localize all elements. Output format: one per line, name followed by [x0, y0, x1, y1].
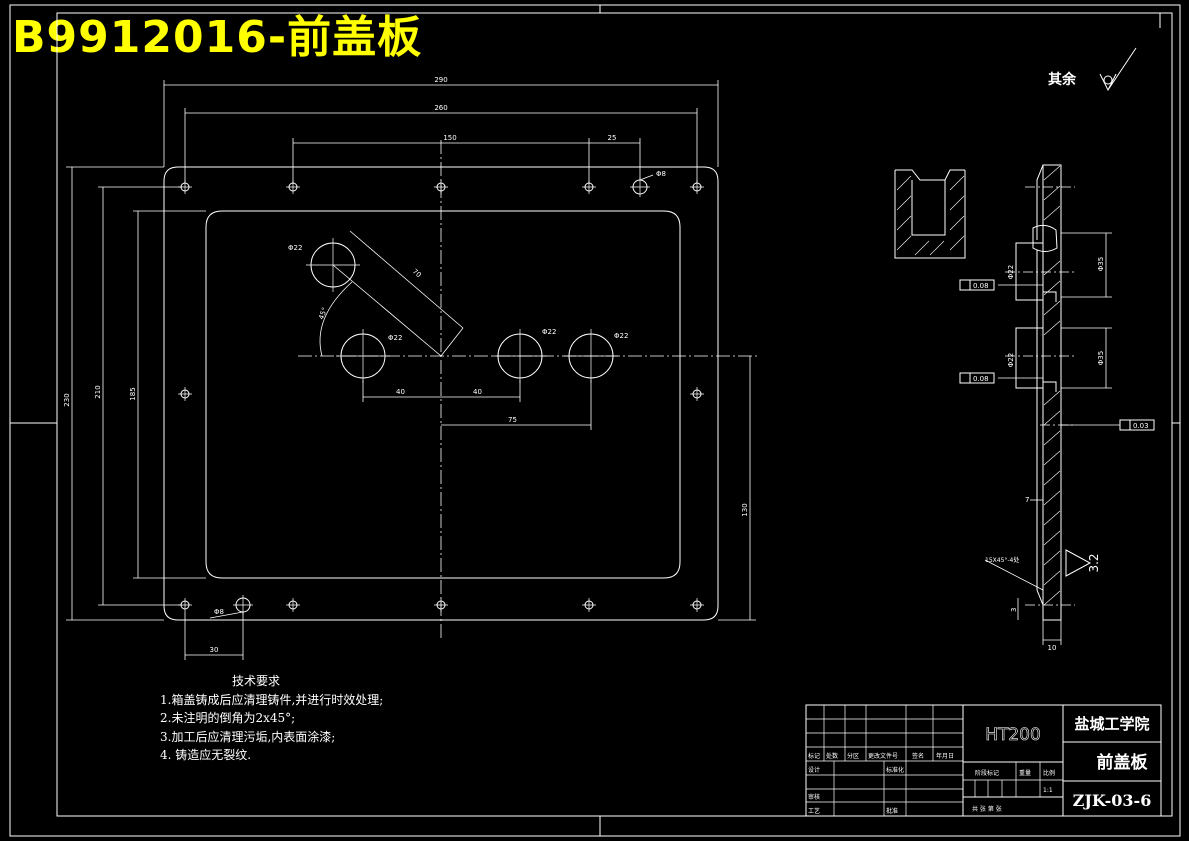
- sec-thickness: 10: [1048, 644, 1057, 652]
- sec-bore-lower: Φ22: [1007, 353, 1015, 367]
- tech-note-1: 1.箱盖铸成后应清理铸件,并进行时效处理;: [160, 692, 384, 707]
- dim-large-hole-1: Φ22: [288, 244, 302, 252]
- section-view: [959, 164, 1155, 645]
- tb-weight: 重量: [1019, 769, 1031, 777]
- technical-requirements: 技术要求 1.箱盖铸成后应清理铸件,并进行时效处理; 2.未注明的倒角为2x45…: [160, 672, 383, 765]
- sec-dim-lower: Φ35: [1097, 351, 1105, 365]
- dim-large-hole-2: Φ22: [388, 334, 402, 342]
- dim-small-hole-top: Φ8: [656, 170, 666, 178]
- tb-approve: 批准: [886, 807, 898, 815]
- dim-right-height: 130: [741, 503, 749, 516]
- tb-row-design: 设计: [808, 766, 820, 774]
- tb-material: HT200: [985, 725, 1041, 745]
- tb-h1: 处数: [826, 752, 838, 760]
- inner-cavity: [205, 210, 681, 579]
- dim-overall-height: 230: [63, 393, 71, 406]
- title-block: [805, 704, 1162, 817]
- sec-tol-1: 0.08: [973, 282, 989, 290]
- tb-row-process: 工艺: [808, 807, 820, 815]
- sec-roughness: 3.2: [1087, 553, 1101, 572]
- tb-scale: 1:1: [1043, 787, 1053, 794]
- sec-dim-top: Φ35: [1097, 257, 1105, 271]
- dim-inner-height: 185: [129, 387, 137, 400]
- tech-note-3: 3.加工后应清理污垢,内表面涂漆;: [160, 729, 336, 744]
- banner-title: B9912016-前盖板: [12, 12, 423, 63]
- dim-large-hole-3: Φ22: [542, 328, 556, 336]
- detail-view: [894, 169, 966, 259]
- dim-spacing-75: 75: [508, 416, 517, 424]
- tb-sheets: 共 张 第 张: [972, 805, 1002, 813]
- tech-notes-title: 技术要求: [232, 674, 281, 688]
- plate-outline: [163, 166, 719, 621]
- dim-small-hole-bottom: Φ8: [214, 608, 224, 616]
- tech-note-4: 4. 铸造应无裂纹.: [160, 748, 252, 762]
- sec-flat-tol: 0.03: [1133, 422, 1149, 430]
- sec-seven: 7: [1025, 496, 1029, 504]
- tech-note-2: 2.未注明的倒角为2x45°;: [160, 711, 296, 725]
- tb-h2: 分区: [847, 752, 859, 760]
- tb-stage: 阶段标记: [975, 769, 999, 777]
- tb-h3: 更改文件号: [868, 752, 898, 760]
- tb-part-name: 前盖板: [1097, 752, 1149, 773]
- tb-h0: 标记: [808, 752, 820, 760]
- title-block-text: HT200 盐城工学院 前盖板 ZJK-03-6 标记 处数 分区 更改文件号 …: [808, 715, 1151, 815]
- tb-h5: 年月日: [936, 752, 954, 760]
- dim-spacing-mid: 40: [473, 388, 482, 396]
- dim-hole-span-y: 210: [94, 385, 102, 398]
- drawing-border: [56, 12, 1173, 817]
- tb-std: 标准化: [886, 766, 904, 774]
- tb-h4: 签名: [912, 752, 924, 760]
- dim-slant: 70: [411, 267, 423, 279]
- section-labels: Φ35 Φ35 Φ22 Φ22 0.08 0.08 0.03 7 15X45°-…: [973, 257, 1149, 652]
- dim-bottom-offset: 30: [210, 646, 219, 654]
- tb-drawing-no: ZJK-03-6: [1073, 791, 1152, 810]
- tb-school: 盐城工学院: [1074, 715, 1149, 733]
- dim-hole-span-x: 260: [434, 104, 447, 112]
- dim-large-hole-4: Φ22: [614, 332, 628, 340]
- outer-frame: [9, 4, 1181, 837]
- dim-overall-width: 290: [434, 76, 447, 84]
- dimension-labels: 290 260 150 25 Φ8 Φ8 30 230 210 185 130 …: [63, 76, 749, 654]
- dim-spacing-left: 40: [396, 388, 405, 396]
- sec-chamfer: 15X45°-4处: [985, 556, 1019, 564]
- sec-small: 3: [1010, 608, 1018, 612]
- dim-hole-spacing-b: 25: [608, 134, 617, 142]
- roughness-note: 其余: [1048, 71, 1077, 88]
- tb-row-review: 审核: [808, 793, 820, 801]
- dim-angle: 45°: [317, 306, 329, 320]
- sec-bore-top: Φ22: [1007, 265, 1015, 279]
- large-holes: [310, 242, 614, 379]
- tb-scale-label: 比例: [1043, 769, 1055, 777]
- dim-hole-spacing-a: 150: [443, 134, 456, 142]
- sec-tol-2: 0.08: [973, 375, 989, 383]
